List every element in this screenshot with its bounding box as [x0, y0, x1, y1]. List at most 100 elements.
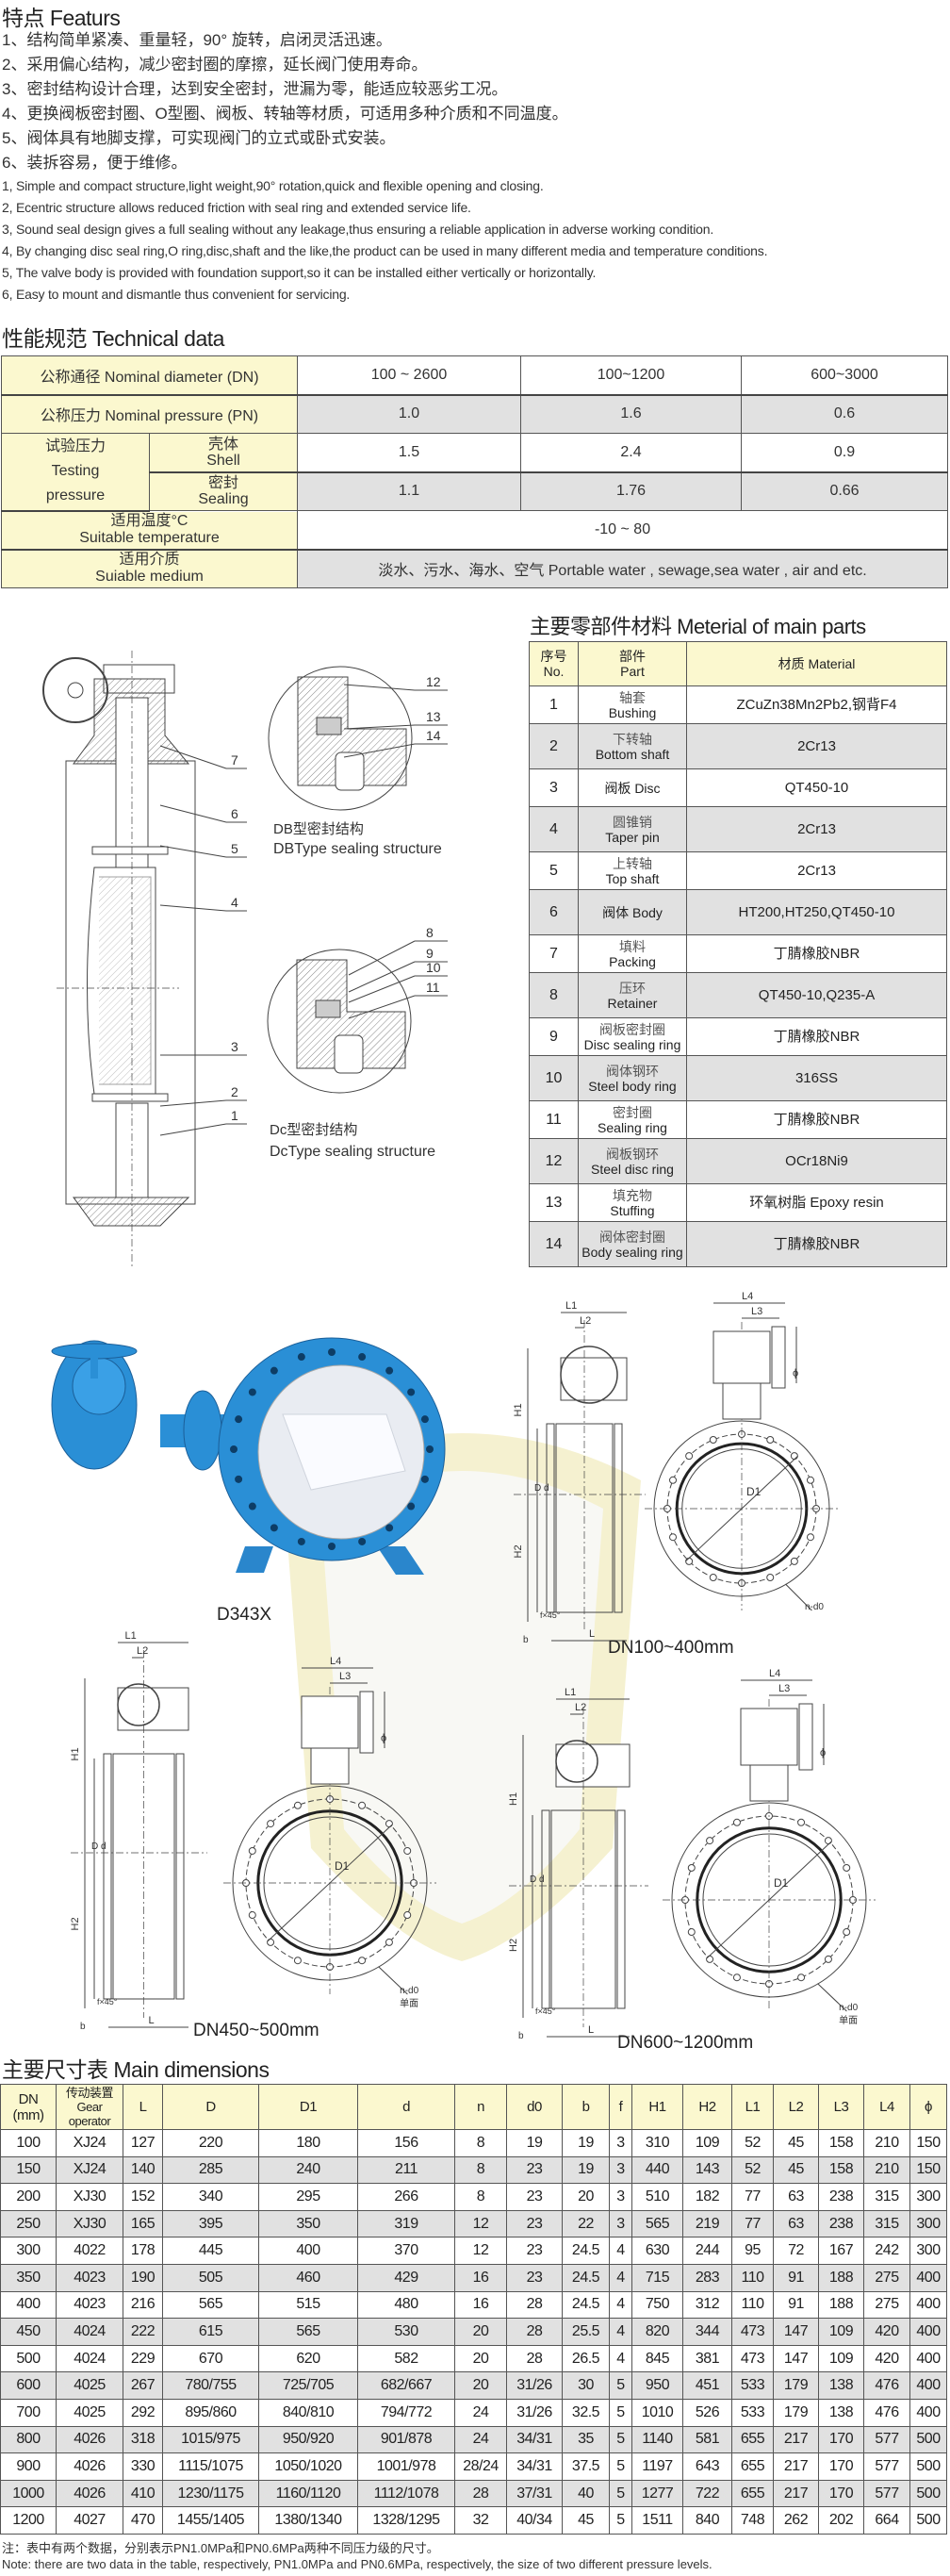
dimension-cell: 16 [454, 2263, 507, 2292]
dimension-cell: 4 [609, 2318, 632, 2346]
dimension-cell: 5 [609, 2371, 632, 2400]
db-caption-en: DBType sealing structure [273, 841, 442, 857]
part-material: QT450-10 [686, 768, 947, 807]
dimension-cell: 1230/1175 [162, 2479, 259, 2508]
bolt-hole [790, 1557, 798, 1565]
callout-number: 2 [231, 1084, 238, 1099]
medium-en: Suiable medium [95, 569, 204, 586]
dimension-cell: 109 [818, 2344, 864, 2373]
bolt-hole [297, 1537, 305, 1545]
dimension-cell: 515 [258, 2290, 358, 2320]
dimension-cell: 23 [506, 2263, 563, 2292]
part-name-en: Bottom shaft [595, 746, 670, 762]
part-name-cn: 下转轴 [613, 731, 652, 747]
dimension-cell: 565 [258, 2318, 358, 2346]
bolt-hole [293, 1801, 302, 1809]
drawing-line [159, 804, 227, 823]
dimension-cell: 40/34 [506, 2506, 563, 2535]
dimension-cell: 400 [909, 2398, 947, 2427]
bolt-hole [385, 1366, 394, 1375]
dimension-cell: 410 [123, 2479, 163, 2508]
medium-label: 适用介质 Suiable medium [0, 549, 299, 588]
bolt-hole [403, 1911, 412, 1920]
col-header: d0 [506, 2084, 563, 2130]
bolt-hole [709, 1436, 717, 1445]
row-nominal-diameter: 公称通径 Nominal diameter (DN) 100 ~ 2600 10… [0, 355, 949, 396]
handwheel-icon [117, 1683, 160, 1726]
dimension-cell: 158 [818, 2129, 864, 2157]
part-number: 10 [529, 1055, 579, 1101]
drawing-line [348, 995, 416, 1019]
dimension-cell: 28 [454, 2479, 507, 2508]
part-name-cn: 阀板钢环 [606, 1146, 659, 1162]
dimension-cell: 52 [731, 2129, 774, 2157]
dimension-cell: 1115/1075 [162, 2452, 259, 2481]
dimension-cell: 1001/978 [357, 2452, 455, 2481]
dimension-cell: 238 [818, 2183, 864, 2211]
col-header: L4 [863, 2084, 910, 2130]
dimension-cell: 170 [818, 2452, 864, 2481]
feature-item-cn: 3、密封结构设计合理，达到安全密封，泄漏为零，能适应较恶劣工况。 [2, 80, 508, 98]
detail-body-section [296, 959, 406, 1069]
dimension-cell: 220 [162, 2129, 259, 2157]
dimension-cell: 147 [773, 2344, 819, 2373]
dimension-cell: 4023 [56, 2263, 123, 2292]
dimension-cell: 8 [454, 2183, 507, 2211]
part-number: 9 [529, 1017, 579, 1056]
bolt-hole [685, 1452, 694, 1461]
dimension-cell: 24.5 [562, 2263, 610, 2292]
dimension-cell: 240 [258, 2155, 358, 2185]
dimension-label: n-d0 [400, 1986, 418, 1996]
dimension-cell: 400 [0, 2290, 57, 2320]
db-caption-cn: DB型密封结构 [273, 821, 364, 837]
dimension-cell: 20 [454, 2318, 507, 2346]
dimension-cell: 28 [506, 2290, 563, 2320]
nominal-pressure-label: 公称压力 Nominal pressure (PN) [0, 394, 299, 434]
dimension-cell: 95 [731, 2237, 774, 2265]
dimension-cell: XJ30 [56, 2183, 123, 2211]
dimension-cell: 238 [818, 2209, 864, 2238]
bolt-hole [248, 1502, 256, 1511]
dimension-cell: 4027 [56, 2506, 123, 2535]
dimension-cell: 748 [731, 2506, 774, 2535]
dimension-cell: 179 [773, 2398, 819, 2427]
col-gear-en1: Gear [76, 2100, 103, 2114]
dimension-label: D [530, 1874, 536, 1885]
dimension-cell: 505 [162, 2263, 259, 2292]
dimension-cell: 219 [682, 2209, 732, 2238]
dimension-cell: 577 [863, 2452, 910, 2481]
features-cn-list: 1、结构简单紧凑、重量轻，90° 旋转，启闭灵活迅速。2、采用偏心结构，减少密封… [2, 28, 568, 175]
bolt-hole [806, 1533, 814, 1542]
bolt-hole [732, 1818, 741, 1826]
part-number: 6 [529, 889, 579, 935]
drawing-line [348, 940, 416, 976]
part-number: 1 [529, 685, 579, 724]
dimension-cell: 188 [818, 2263, 864, 2292]
dimension-cell: 780/755 [162, 2371, 259, 2400]
bolt-hole [248, 1388, 256, 1396]
dimension-cell: 682/667 [357, 2371, 455, 2400]
temperature-value: -10 ~ 80 [297, 510, 949, 551]
product-model-label: D343X [217, 1605, 272, 1625]
dimension-cell: 300 [909, 2183, 947, 2211]
dimension-label: ϕ [793, 1368, 798, 1379]
dimension-cell: 143 [682, 2155, 732, 2185]
dimension-label: D [91, 1841, 98, 1852]
dimension-cell: 1000 [0, 2479, 57, 2508]
